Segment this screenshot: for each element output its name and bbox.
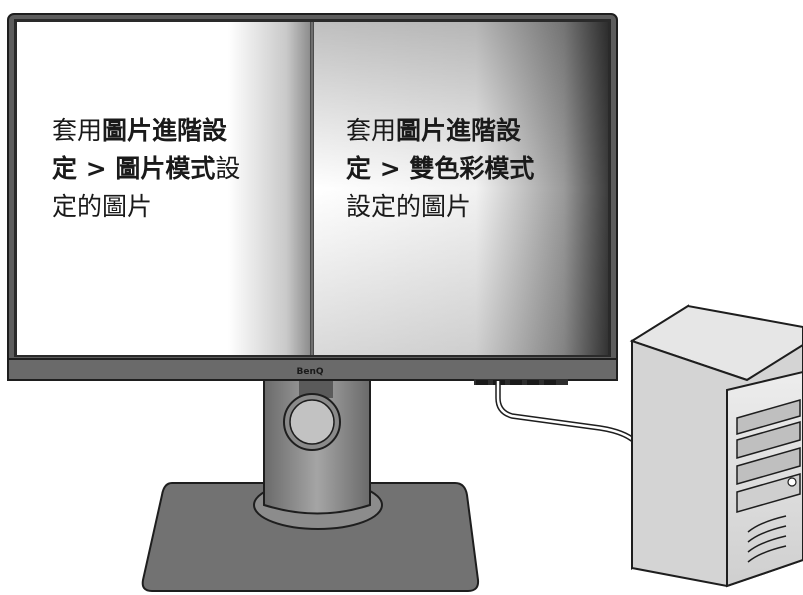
control-button[interactable]: [476, 380, 488, 385]
caption-line: 套用圖片進階設: [52, 116, 228, 145]
caption-line: 套用圖片進階設: [346, 116, 522, 145]
control-button[interactable]: [527, 380, 539, 385]
right-panel-caption: 套用圖片進階設 定 > 雙色彩模式 設定的圖片: [346, 112, 534, 226]
brand-logo: BenQ: [296, 367, 323, 377]
monitor-stand-neck: [263, 377, 371, 515]
monitor-control-buttons: [474, 379, 568, 385]
control-button[interactable]: [510, 380, 522, 385]
video-cable: [495, 381, 643, 450]
caption-line: 定的圖片: [52, 192, 153, 221]
caption-line: 設定的圖片: [346, 192, 472, 221]
left-panel-caption: 套用圖片進階設 定 > 圖片模式設 定的圖片: [52, 112, 240, 226]
control-button[interactable]: [544, 380, 556, 385]
screen-left-panel: [17, 22, 310, 355]
caption-line: 定 > 雙色彩模式: [346, 154, 535, 183]
pc-tower: [629, 304, 803, 588]
caption-line: 定 > 圖片模式設: [52, 154, 241, 183]
